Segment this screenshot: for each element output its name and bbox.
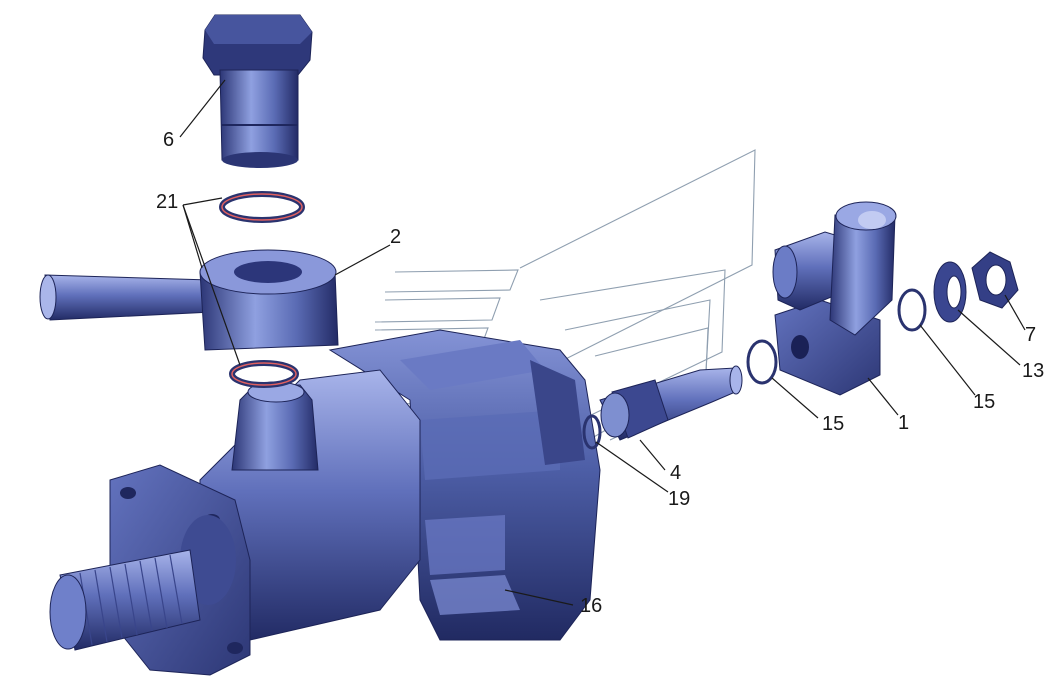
sealing-rings	[746, 288, 927, 385]
label-part-2: 2	[390, 226, 401, 248]
label-part-21: 21	[156, 191, 178, 213]
elbow-fitting	[772, 201, 897, 396]
label-part-15-left: 15	[822, 413, 844, 435]
label-part-13: 13	[1022, 360, 1044, 382]
banjo-bolt	[202, 14, 313, 168]
washer	[933, 261, 967, 323]
pump-housing	[49, 329, 601, 676]
label-part-6: 6	[163, 129, 174, 151]
label-part-4: 4	[670, 462, 681, 484]
part-number-labels: 6 21 2 7 13 15 1 15 4 19 16	[156, 129, 1044, 617]
nut	[971, 251, 1019, 309]
label-part-7: 7	[1025, 324, 1036, 346]
label-part-16: 16	[580, 595, 602, 617]
sealing-washers	[219, 191, 305, 388]
leader-lines	[179, 79, 1026, 606]
label-part-15-right: 15	[973, 391, 995, 413]
label-part-1: 1	[898, 412, 909, 434]
banjo-fitting	[39, 249, 339, 351]
label-part-19: 19	[668, 488, 690, 510]
union-fitting	[582, 365, 743, 450]
